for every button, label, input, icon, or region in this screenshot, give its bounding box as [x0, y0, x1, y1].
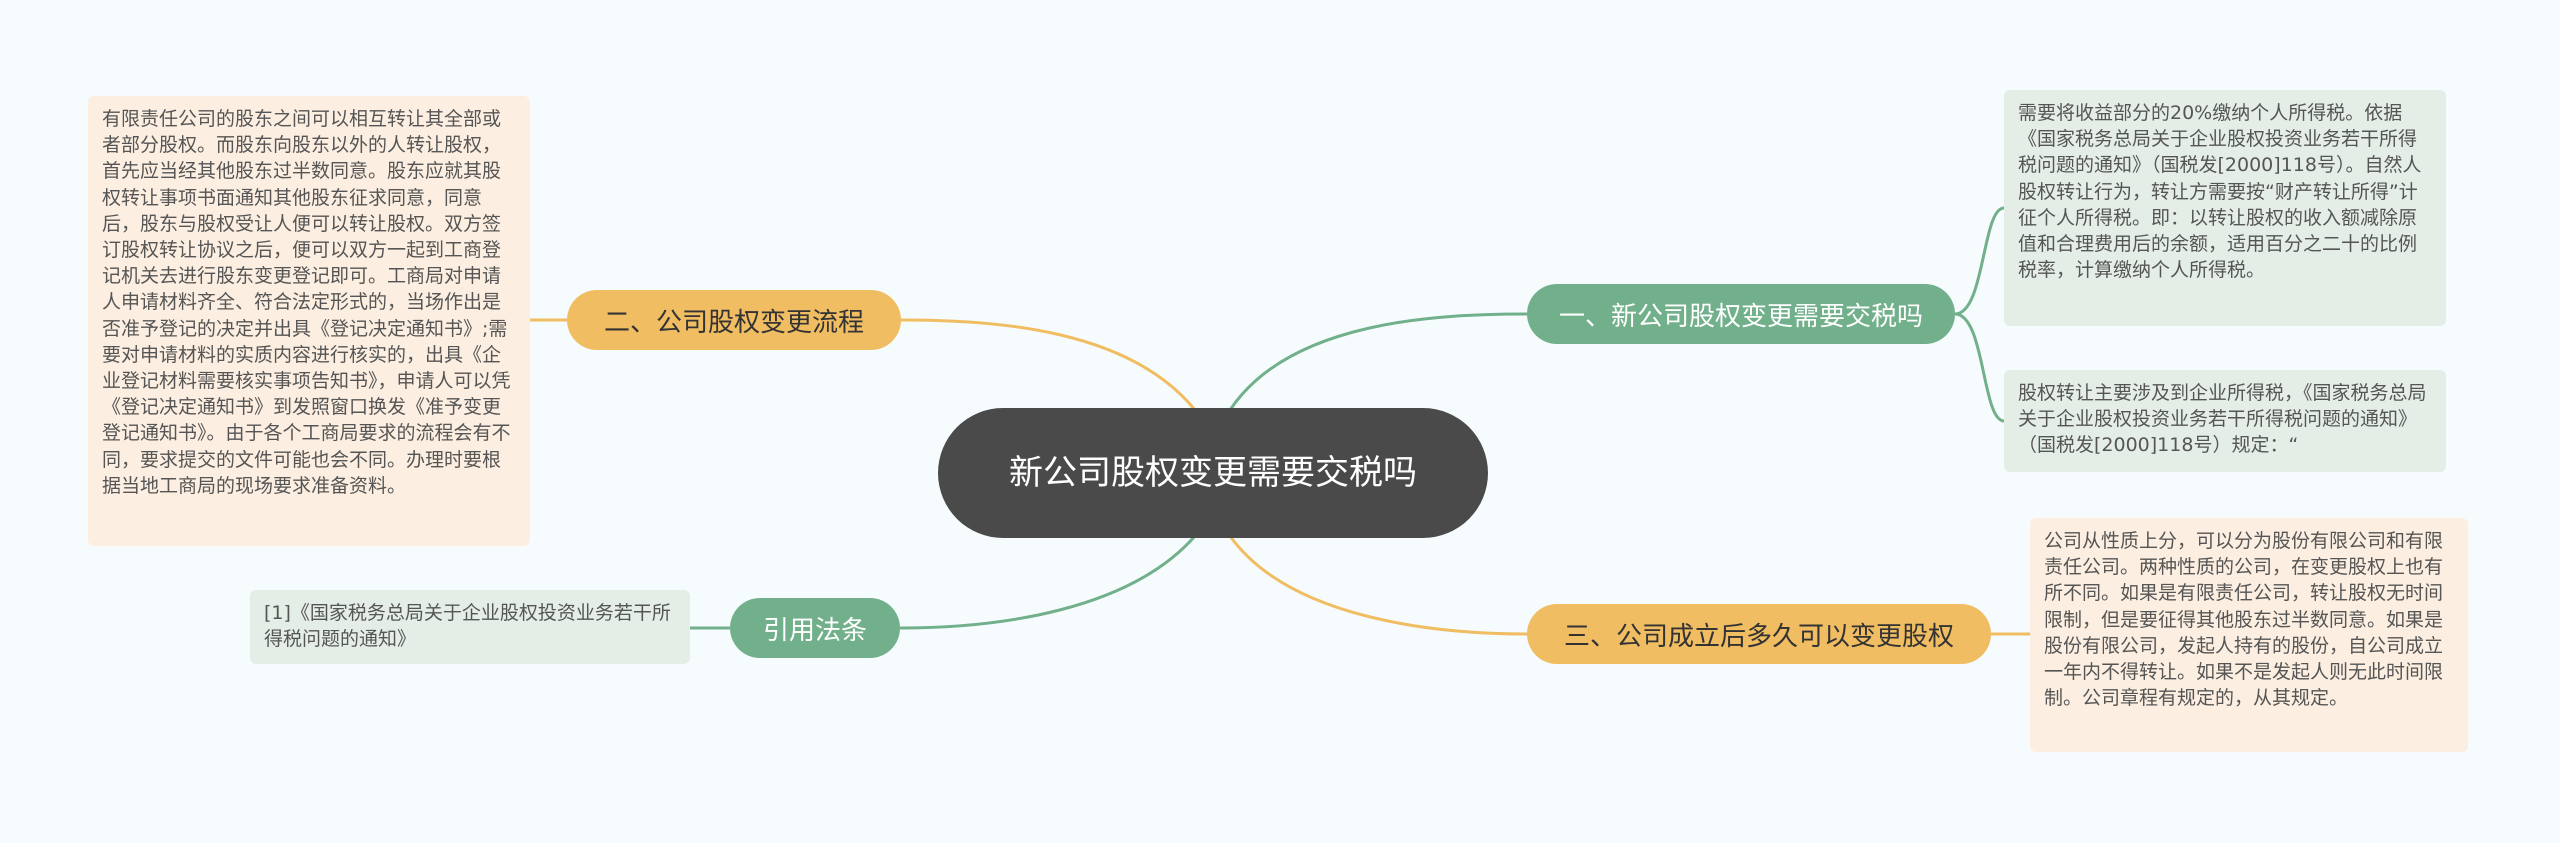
branch-change-timing-label: 三、公司成立后多久可以变更股权: [1563, 621, 1954, 652]
branch-tax-required[interactable]: 一、新公司股权变更需要交税吗: [1527, 284, 1955, 344]
leaf-citation-text: [1]《国家税务总局关于企业股权投资业务若干所得税问题的通知》: [264, 602, 671, 651]
branch-tax-required-label: 一、新公司股权变更需要交税吗: [1558, 301, 1923, 332]
leaf-citation[interactable]: [1]《国家税务总局关于企业股权投资业务若干所得税问题的通知》: [250, 590, 690, 664]
leaf-individual-income-tax-text: 需要将收益部分的20%缴纳个人所得税。依据《国家税务总局关于企业股权投资业务若干…: [2018, 102, 2422, 282]
connector-root-b4: [899, 535, 1197, 630]
branch-change-process[interactable]: 二、公司股权变更流程: [567, 290, 901, 350]
branch-change-timing[interactable]: 三、公司成立后多久可以变更股权: [1527, 604, 1991, 664]
leaf-company-types-text: 公司从性质上分，可以分为股份有限公司和有限责任公司。两种性质的公司，在变更股权上…: [2044, 530, 2444, 710]
leaf-change-process-text: 有限责任公司的股东之间可以相互转让其全部或者部分股权。而股东向股东以外的人转让股…: [102, 108, 511, 497]
root-topic[interactable]: 新公司股权变更需要交税吗: [938, 408, 1488, 538]
connector-b1-leaf2: [1954, 312, 2005, 423]
connector-b1-leaf1: [1954, 206, 2005, 316]
leaf-enterprise-income-tax-text: 股权转让主要涉及到企业所得税，《国家税务总局关于企业股权投资业务若干所得税问题的…: [2018, 382, 2427, 457]
leaf-company-types[interactable]: 公司从性质上分，可以分为股份有限公司和有限责任公司。两种性质的公司，在变更股权上…: [2030, 518, 2468, 752]
branch-citation[interactable]: 引用法条: [730, 598, 900, 658]
connector-root-b1: [1228, 312, 1528, 411]
root-topic-label: 新公司股权变更需要交税吗: [1009, 453, 1417, 493]
branch-citation-label: 引用法条: [762, 615, 867, 646]
connector-root-b3: [1228, 535, 1528, 636]
leaf-enterprise-income-tax[interactable]: 股权转让主要涉及到企业所得税，《国家税务总局关于企业股权投资业务若干所得税问题的…: [2004, 370, 2446, 472]
connector-root-b2: [900, 318, 1197, 411]
branch-change-process-label: 二、公司股权变更流程: [603, 307, 864, 338]
leaf-change-process[interactable]: 有限责任公司的股东之间可以相互转让其全部或者部分股权。而股东向股东以外的人转让股…: [88, 96, 530, 546]
leaf-individual-income-tax[interactable]: 需要将收益部分的20%缴纳个人所得税。依据《国家税务总局关于企业股权投资业务若干…: [2004, 90, 2446, 326]
